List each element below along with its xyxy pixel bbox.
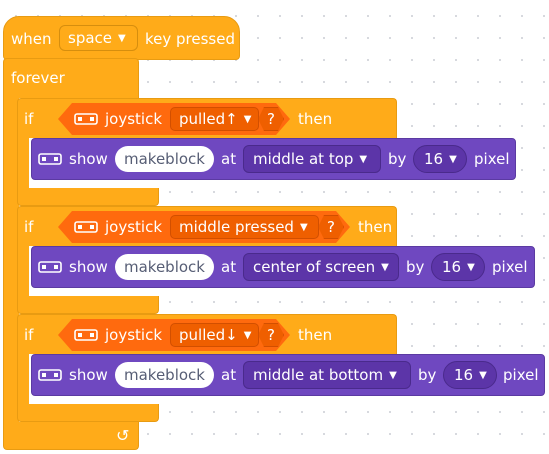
key-pressed-label: key pressed — [145, 30, 235, 48]
gamepad-icon — [38, 261, 62, 273]
position-value: center of screen — [253, 258, 376, 276]
if-bottom-1 — [17, 188, 159, 206]
key-value: space — [68, 29, 113, 47]
if-label: if — [24, 110, 34, 128]
position-value: middle at bottom — [253, 366, 384, 384]
joystick-label: joystick — [105, 326, 163, 344]
question-mark: ? — [258, 107, 284, 131]
chevron-down-icon: ▼ — [389, 369, 397, 381]
gamepad-icon — [74, 221, 98, 233]
if-arm-2 — [17, 245, 29, 297]
gamepad-icon — [74, 113, 98, 125]
forever-block[interactable] — [3, 58, 139, 98]
size-value: 16 — [454, 366, 474, 384]
joystick-label: joystick — [105, 218, 163, 236]
condition-dropdown-1[interactable]: pulled↑ ▼ — [170, 107, 259, 131]
condition-dropdown-3[interactable]: pulled↓ ▼ — [170, 323, 259, 347]
chevron-down-icon: ▼ — [467, 261, 475, 273]
joystick-label: joystick — [105, 110, 163, 128]
forever-arm — [3, 96, 19, 426]
chevron-down-icon: ▼ — [118, 32, 126, 44]
by-label: by — [388, 150, 407, 168]
condition-value: pulled↓ — [179, 326, 238, 344]
forever-bottom — [3, 422, 139, 450]
condition-value: pulled↑ — [179, 110, 238, 128]
if-label: if — [24, 326, 34, 344]
gamepad-icon — [38, 153, 62, 165]
condition-value: middle pressed — [179, 218, 294, 236]
at-label: at — [221, 366, 237, 384]
then-label: then — [298, 326, 333, 344]
show-label: show — [69, 366, 108, 384]
pixel-label: pixel — [474, 150, 510, 168]
if-label: if — [24, 218, 34, 236]
show-label: show — [69, 150, 108, 168]
then-label: then — [358, 218, 393, 236]
text-input-2[interactable]: makeblock — [115, 254, 214, 280]
size-dropdown-1[interactable]: 16 ▼ — [413, 145, 467, 173]
size-dropdown-2[interactable]: 16 ▼ — [431, 253, 485, 281]
at-label: at — [221, 258, 237, 276]
chevron-down-icon: ▼ — [299, 221, 308, 233]
chevron-down-icon: ▼ — [243, 329, 252, 341]
if-arm-1 — [17, 137, 29, 189]
chevron-down-icon: ▼ — [243, 113, 252, 125]
position-dropdown-2[interactable]: center of screen ▼ — [243, 253, 399, 281]
key-dropdown[interactable]: space ▼ — [59, 25, 138, 51]
repeat-arrow-icon: ↺ — [116, 426, 130, 445]
if-arm-3 — [17, 353, 29, 405]
if-bottom-2 — [17, 296, 159, 314]
pixel-label: pixel — [503, 366, 539, 384]
condition-dropdown-2[interactable]: middle pressed ▼ — [170, 215, 319, 239]
size-value: 16 — [424, 150, 444, 168]
chevron-down-icon: ▼ — [449, 153, 457, 165]
pixel-label: pixel — [492, 258, 528, 276]
size-dropdown-3[interactable]: 16 ▼ — [443, 361, 497, 389]
question-mark: ? — [318, 215, 344, 239]
chevron-down-icon: ▼ — [359, 153, 368, 165]
size-value: 16 — [442, 258, 462, 276]
gamepad-icon — [74, 329, 98, 341]
if-bottom-3 — [17, 404, 159, 422]
position-dropdown-3[interactable]: middle at bottom ▼ — [243, 361, 411, 389]
position-value: middle at top — [253, 150, 354, 168]
when-label: when — [11, 30, 52, 48]
gamepad-icon — [38, 369, 62, 381]
by-label: by — [418, 366, 437, 384]
forever-label: forever — [11, 69, 65, 87]
chevron-down-icon: ▼ — [381, 261, 389, 273]
then-label: then — [298, 110, 333, 128]
text-input-1[interactable]: makeblock — [115, 146, 214, 172]
position-dropdown-1[interactable]: middle at top ▼ — [243, 145, 381, 173]
by-label: by — [406, 258, 425, 276]
show-label: show — [69, 258, 108, 276]
at-label: at — [221, 150, 237, 168]
question-mark: ? — [258, 323, 284, 347]
chevron-down-icon: ▼ — [479, 369, 487, 381]
text-input-3[interactable]: makeblock — [115, 362, 214, 388]
